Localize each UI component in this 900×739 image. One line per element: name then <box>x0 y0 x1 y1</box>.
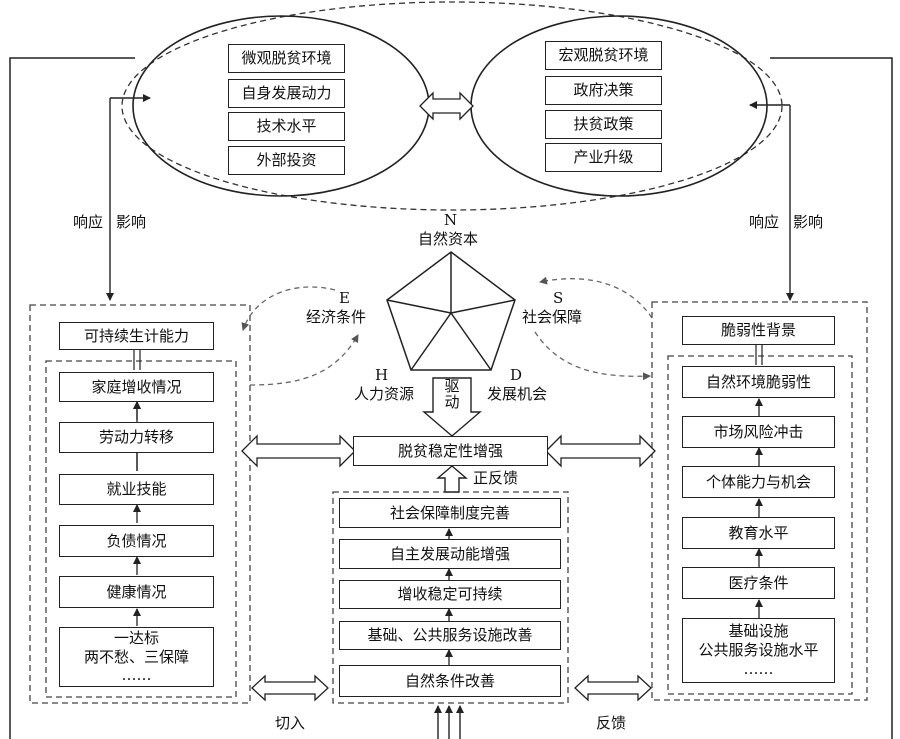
macro-item-box: 产业升级 <box>545 143 662 172</box>
feedback-double-arrow <box>574 674 652 702</box>
left-bottom-line: 一达标 <box>113 628 159 647</box>
feedback-label: 反馈 <box>596 714 627 732</box>
right-item-box: 个体能力与机会 <box>682 466 835 498</box>
left-item-box: 就业技能 <box>59 474 214 505</box>
center-dashed-panel <box>332 491 569 704</box>
center-item-box: 增收稳定可持续 <box>339 580 561 609</box>
left-bottom-line: …… <box>121 666 152 685</box>
positive-feedback-label: 正反馈 <box>473 469 519 487</box>
pentagon-n-letter: N <box>444 211 458 229</box>
center-item-box: 社会保障制度完善 <box>339 498 561 528</box>
left-dashed-panel <box>29 304 251 704</box>
right-respond-label: 响应 <box>749 213 780 231</box>
pentagon-s-label: 社会保障 <box>522 308 583 326</box>
pentagon-e-label: 经济条件 <box>306 308 367 326</box>
right-item-box: 市场风险冲击 <box>682 416 835 448</box>
left-bottom-box: 一达标 两不愁、三保障 …… <box>59 627 214 687</box>
cut-in-label: 切入 <box>275 714 306 732</box>
pentagon-e-letter: E <box>339 289 350 307</box>
center-stability-box: 脱贫稳定性增强 <box>353 436 548 466</box>
positive-feedback-arrow <box>436 465 468 493</box>
drive-label: 驱动 <box>444 377 460 411</box>
left-item-box: 家庭增收情况 <box>59 372 214 402</box>
outer-frame-line <box>770 57 893 739</box>
macro-title-box: 宏观脱贫环境 <box>545 41 662 70</box>
left-head-box: 可持续生计能力 <box>59 322 214 350</box>
livelihood-pentagon <box>386 251 516 371</box>
left-bottom-line: 两不愁、三保障 <box>83 647 189 666</box>
left-respond-label: 响应 <box>73 213 104 231</box>
macro-item-box: 扶贫政策 <box>545 110 662 139</box>
pentagon-d-label: 发展机会 <box>487 385 548 403</box>
social-curve-top <box>539 276 653 319</box>
social-curve-bottom <box>534 331 651 381</box>
micro-macro-double-arrow <box>419 91 474 121</box>
right-center-double-arrow <box>545 434 656 468</box>
micro-title-box: 微观脱贫环境 <box>228 44 345 73</box>
left-influence-label: 影响 <box>116 213 147 231</box>
micro-item-box: 技术水平 <box>228 112 345 141</box>
right-item-box: 医疗条件 <box>682 567 835 599</box>
environment-dashed-ellipse <box>121 1 783 211</box>
macro-item-box: 政府决策 <box>545 76 662 105</box>
outer-frame-line <box>9 57 135 739</box>
left-center-double-arrow <box>241 434 356 468</box>
right-head-box: 脆弱性背景 <box>682 316 835 345</box>
right-inner-dashed <box>667 355 853 695</box>
cutin-double-arrow <box>251 674 329 702</box>
micro-item-box: 外部投资 <box>228 146 345 175</box>
right-bottom-line: 基础设施 <box>728 622 789 641</box>
center-item-box: 自主发展动能增强 <box>339 539 561 569</box>
right-influence-label: 影响 <box>793 213 824 231</box>
right-dashed-panel <box>651 301 868 701</box>
pentagon-h-label: 人力资源 <box>354 385 415 403</box>
right-bottom-line: 公共服务设施水平 <box>698 641 819 660</box>
left-item-box: 负债情况 <box>59 525 214 557</box>
left-inner-dashed <box>45 360 237 698</box>
pentagon-d-letter: D <box>510 366 523 384</box>
right-item-box: 教育水平 <box>682 517 835 549</box>
econ-curve-top <box>241 286 336 331</box>
right-bottom-box: 基础设施 公共服务设施水平 …… <box>682 618 835 683</box>
left-item-box: 健康情况 <box>59 576 214 608</box>
micro-item-box: 自身发展动力 <box>228 79 345 108</box>
econ-curve-arrow <box>249 334 359 386</box>
pentagon-s-letter: S <box>553 289 564 307</box>
center-item-box: 基础、公共服务设施改善 <box>339 621 561 650</box>
pentagon-n-label: 自然资本 <box>418 230 479 248</box>
right-item-box: 自然环境脆弱性 <box>682 366 835 398</box>
left-item-box: 劳动力转移 <box>59 422 214 453</box>
drive-arrow <box>422 377 482 437</box>
pentagon-h-letter: H <box>375 366 389 384</box>
right-bottom-line: …… <box>743 659 774 678</box>
center-item-box: 自然条件改善 <box>339 665 561 697</box>
